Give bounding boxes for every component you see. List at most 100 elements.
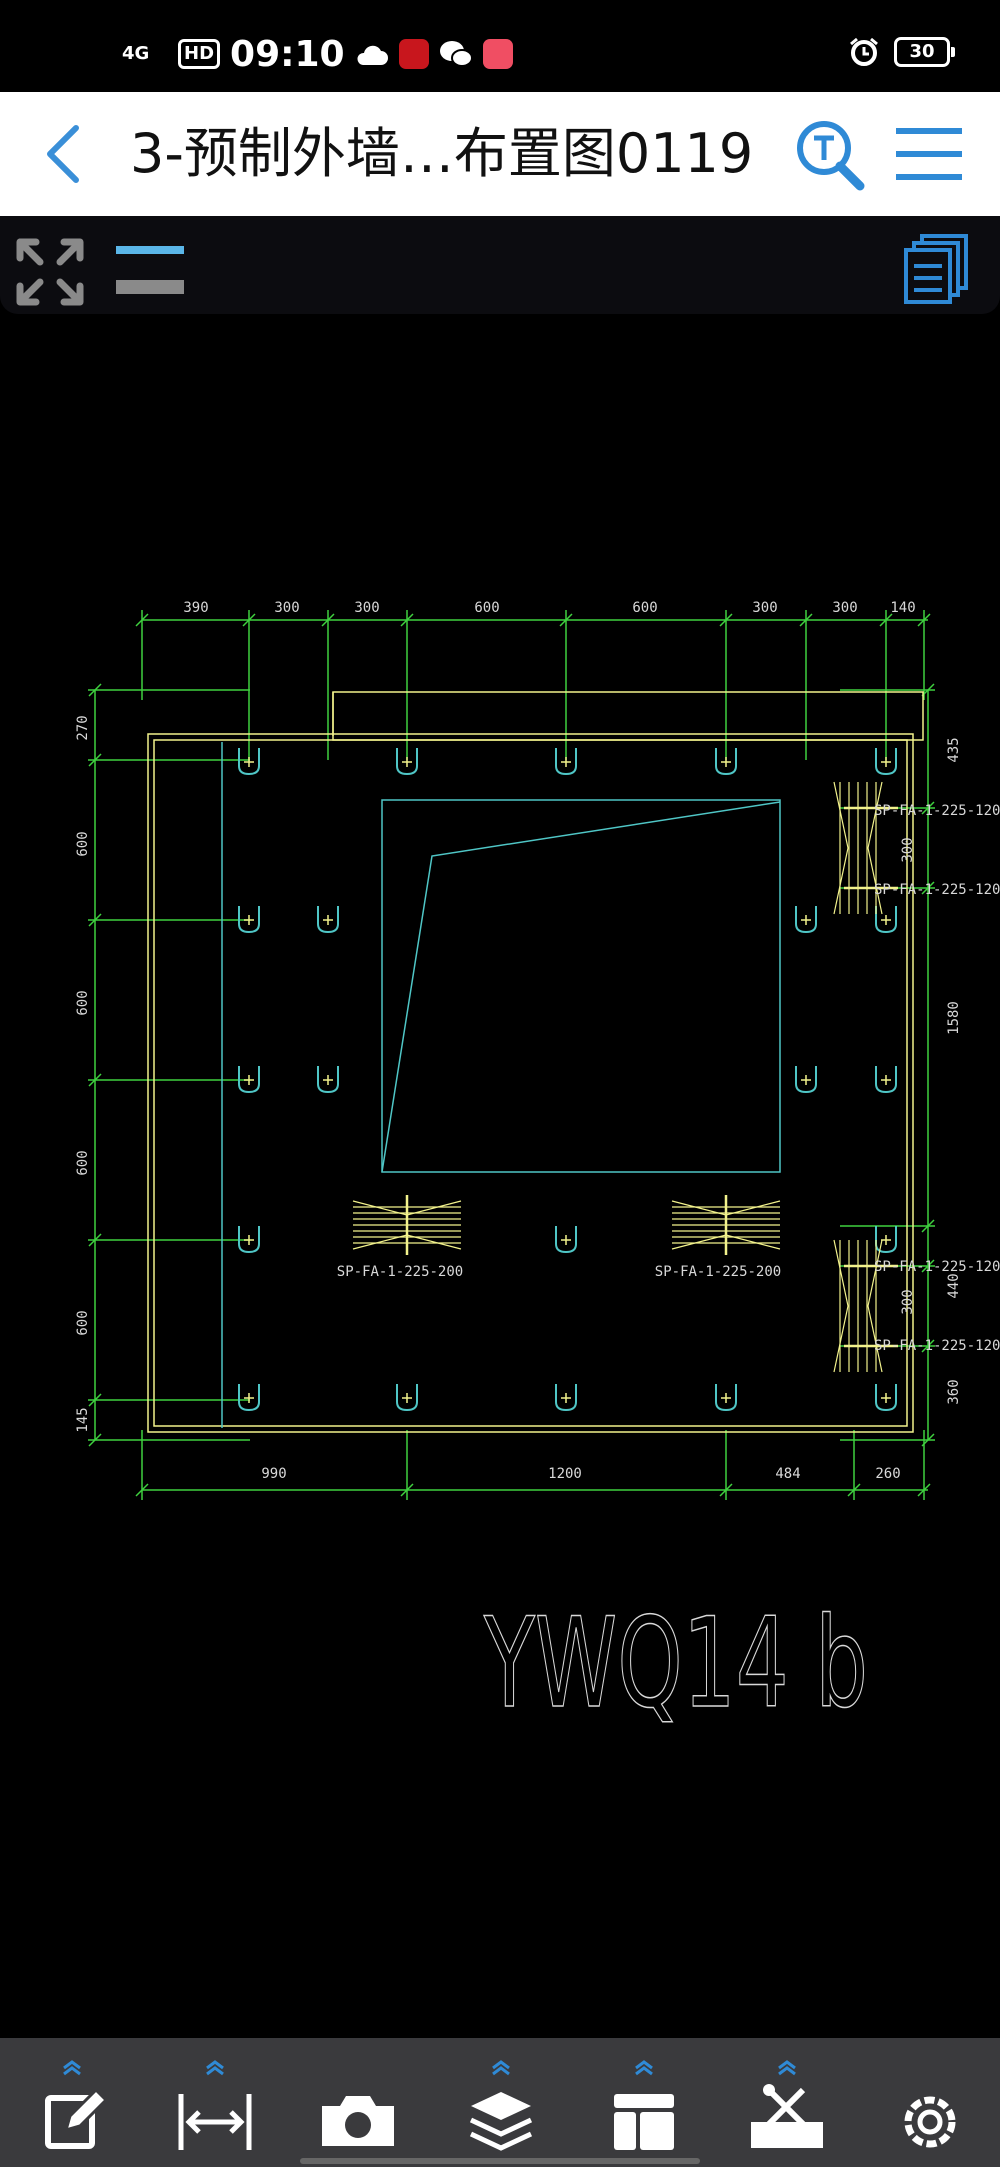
- rebar-bundle: [671, 1195, 781, 1255]
- annotation-mid-1: SP-FA-1-225-200: [337, 1264, 463, 1280]
- right-dim-6: 360: [946, 1379, 962, 1404]
- toolbox-tool[interactable]: [737, 2050, 837, 2160]
- camera-tool[interactable]: [308, 2050, 408, 2160]
- left-dim-4: 600: [75, 1150, 91, 1175]
- back-icon[interactable]: [30, 118, 102, 190]
- edit-icon: [45, 2087, 109, 2149]
- line-weight-icon[interactable]: [114, 238, 186, 298]
- bottom-toolbar: [0, 2038, 1000, 2167]
- right-dim-4: 440: [946, 1273, 962, 1298]
- annotation-right-1: SP-FA-1-225-120: [874, 803, 1000, 819]
- right-dim-5: 300: [900, 1289, 916, 1314]
- right-dim-1: 435: [946, 737, 962, 762]
- app-pink-icon: [482, 39, 513, 69]
- alarm-icon: [850, 37, 878, 66]
- bottom-dim-3: 484: [775, 1466, 800, 1482]
- weather-cloud-icon: [357, 45, 388, 65]
- battery-indicator: 30: [894, 37, 955, 67]
- hd-badge: HD: [178, 39, 221, 69]
- edit-tool[interactable]: [22, 2050, 122, 2160]
- cad-canvas[interactable]: 390 300 300 600 600 300 300 140 990 1200…: [0, 314, 1000, 2038]
- top-dim-8: 140: [890, 600, 915, 616]
- anchor-symbol: [795, 1066, 817, 1094]
- left-dim-1: 270: [75, 715, 91, 740]
- top-dim-4: 600: [474, 600, 499, 616]
- anchor-symbol: [875, 1066, 897, 1094]
- left-dim-6: 145: [75, 1407, 91, 1432]
- status-bar: 4G HD 09:10 30: [0, 0, 1000, 92]
- anchor-symbol: [238, 748, 260, 776]
- dimension-lines: [94, 619, 929, 1491]
- annotation-right-4: SP-FA-1-225-120: [874, 1338, 1000, 1354]
- rebar-bundle: [833, 781, 898, 915]
- anchor-symbol: [555, 748, 577, 776]
- battery-level: 30: [909, 41, 935, 62]
- bottom-dim-2: 1200: [548, 1466, 582, 1482]
- right-dim-2: 300: [900, 837, 916, 862]
- top-dim-7: 300: [832, 600, 857, 616]
- anchor-symbol: [555, 1384, 577, 1412]
- anchor-symbol: [715, 748, 737, 776]
- top-dim-6: 300: [752, 600, 777, 616]
- anchor-symbol: [875, 1384, 897, 1412]
- settings-tool[interactable]: [880, 2050, 980, 2160]
- text-search-icon[interactable]: [790, 114, 870, 194]
- title-bar: 3-预制外墙…布置图0119: [0, 92, 1000, 216]
- layers-tool[interactable]: [451, 2050, 551, 2160]
- left-dim-2: 600: [75, 831, 91, 856]
- settings-icon: [904, 2096, 956, 2148]
- anchor-symbols: [238, 748, 897, 1412]
- bottom-dim-4: 260: [875, 1466, 900, 1482]
- anchor-symbol: [317, 1066, 339, 1094]
- anchor-symbol: [875, 1226, 897, 1254]
- page-title: 3-预制外墙…布置图0119: [130, 122, 754, 185]
- anchor-symbol: [795, 906, 817, 934]
- rebar-bundles: [352, 781, 898, 1373]
- anchor-symbol: [875, 748, 897, 776]
- right-dim-3: 1580: [946, 1001, 962, 1035]
- rebar-bundle: [833, 1239, 898, 1373]
- anchor-symbol: [238, 1226, 260, 1254]
- bottom-dim-1: 990: [261, 1466, 286, 1482]
- top-dim-2: 300: [274, 600, 299, 616]
- network-indicator: 4G: [122, 43, 150, 64]
- anchor-symbol: [396, 748, 418, 776]
- home-indicator: [300, 2158, 700, 2164]
- layers-icon: [469, 2092, 533, 2151]
- rebar-bundle: [352, 1195, 462, 1255]
- app-red-icon: [398, 39, 429, 69]
- panel-label: YWQ14 b: [483, 1592, 868, 1736]
- menu-icon[interactable]: [894, 122, 964, 186]
- annotation-mid-2: SP-FA-1-225-200: [655, 1264, 781, 1280]
- top-dim-5: 600: [632, 600, 657, 616]
- camera-icon: [322, 2096, 394, 2146]
- layout-icon: [614, 2094, 674, 2150]
- measure-icon: [178, 2094, 252, 2150]
- annotation-right-2: SP-FA-1-225-120: [874, 882, 1000, 898]
- window-opening: [221, 742, 781, 1428]
- left-dim-3: 600: [75, 990, 91, 1015]
- anchor-symbol: [238, 906, 260, 934]
- clock: 09:10: [230, 33, 345, 75]
- view-toolbar: [0, 216, 1000, 314]
- panel-outline: [147, 691, 924, 1433]
- cad-drawing: 390 300 300 600 600 300 300 140 990 1200…: [75, 600, 1000, 1737]
- anchor-symbol: [396, 1384, 418, 1412]
- expand-icon[interactable]: [14, 236, 86, 308]
- anchor-symbol: [317, 906, 339, 934]
- anchor-symbol: [238, 1066, 260, 1094]
- top-dim-1: 390: [183, 600, 208, 616]
- dimension-text: 390 300 300 600 600 300 300 140 990 1200…: [75, 600, 1000, 1482]
- anchor-symbol: [715, 1384, 737, 1412]
- layout-tool[interactable]: [594, 2050, 694, 2160]
- anchor-symbol: [238, 1384, 260, 1412]
- wechat-icon: [439, 41, 473, 67]
- top-dim-3: 300: [354, 600, 379, 616]
- measure-tool[interactable]: [165, 2050, 265, 2160]
- toolbox-icon: [751, 2084, 823, 2148]
- annotation-right-3: SP-FA-1-225-120: [874, 1259, 1000, 1275]
- documents-icon[interactable]: [904, 234, 970, 304]
- anchor-symbol: [555, 1226, 577, 1254]
- left-dim-5: 600: [75, 1310, 91, 1335]
- anchor-symbol: [875, 906, 897, 934]
